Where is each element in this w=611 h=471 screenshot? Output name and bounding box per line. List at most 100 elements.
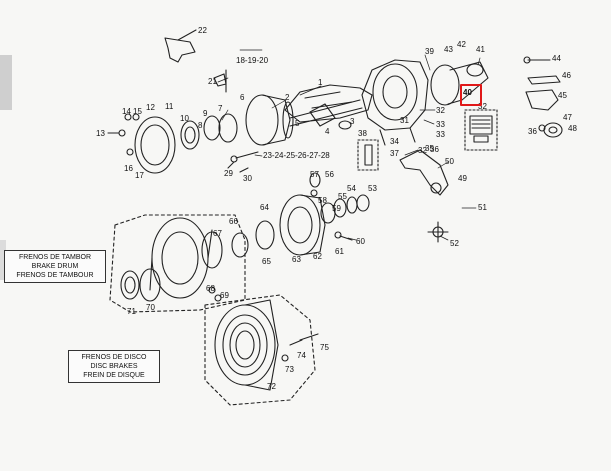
part-label-38: 38 (358, 129, 367, 138)
part-label-32-a: 32 (436, 106, 445, 115)
part-label-39: 39 (425, 47, 434, 56)
part-label-64: 64 (260, 203, 269, 212)
part-label-31: 31 (400, 116, 409, 125)
part-label-61: 61 (335, 247, 344, 256)
bolt-68 (208, 286, 216, 294)
bracket-22 (164, 29, 197, 63)
bolt-60 (339, 235, 353, 241)
part-label-32-b: 32 (478, 102, 487, 111)
disc-brakes-caption-es: FRENOS DE DISCO (81, 354, 147, 361)
tie-rod-end (427, 221, 449, 243)
part-label-18-19-20: 18-19-20 (236, 56, 269, 65)
bolt-75 (299, 333, 319, 341)
part-label-63: 63 (292, 255, 301, 264)
seal-10 (180, 120, 200, 150)
part-label-22: 22 (198, 26, 207, 35)
part-label-69: 69 (220, 291, 229, 300)
part-label-30: 30 (243, 174, 252, 183)
part-label-41: 41 (476, 45, 485, 54)
part-label-45: 45 (558, 91, 567, 100)
part-label-33-a: 33 (436, 120, 445, 129)
part-label-34: 34 (390, 137, 399, 146)
right-side-parts (523, 56, 563, 138)
part-label-14: 14 (122, 107, 131, 116)
part-label-65: 65 (262, 257, 271, 266)
bolt-13 (118, 129, 126, 137)
part-label-15: 15 (133, 107, 142, 116)
scan-shadow (0, 240, 6, 280)
part-label-36-a: 36 (430, 145, 439, 154)
bolt-69 (214, 294, 222, 302)
part-label-62: 62 (313, 252, 322, 261)
part-label-6: 6 (240, 93, 245, 102)
part-label-2: 2 (285, 93, 290, 102)
ring-70 (139, 268, 161, 302)
bolt-74 (289, 339, 303, 346)
part-label-7: 7 (218, 104, 223, 113)
seal-66 (231, 232, 249, 258)
part-label-54: 54 (347, 184, 356, 193)
nut-14 (124, 113, 132, 121)
part-label-73: 73 (285, 365, 294, 374)
part-label-35: 35 (425, 144, 434, 153)
part-label-11: 11 (165, 102, 174, 111)
axle-shaft (289, 99, 363, 127)
bolt-37 (357, 139, 379, 171)
part-label-17: 17 (135, 171, 144, 180)
part-label-70: 70 (146, 303, 155, 312)
part-label-48: 48 (568, 124, 577, 133)
part-label-4: 4 (325, 127, 330, 136)
nut-73 (281, 354, 289, 362)
part-label-40: 40 (463, 88, 472, 97)
part-label-13: 13 (96, 129, 105, 138)
part-label-9: 9 (203, 109, 208, 118)
disc-hub-72 (214, 299, 279, 391)
steering-arm (399, 149, 449, 196)
part-label-66: 66 (229, 217, 238, 226)
part-label-16: 16 (124, 164, 133, 173)
scan-shadow (0, 55, 12, 110)
ring-65 (255, 220, 275, 250)
drum-brakes-caption-es: FRENOS DE TAMBOR (18, 254, 92, 261)
part-label-42: 42 (457, 40, 466, 49)
part-label-23-28: 23-24-25-26-27-28 (263, 151, 330, 160)
part-label-72: 72 (267, 382, 276, 391)
leader-lines (217, 49, 545, 241)
part-label-49: 49 (458, 174, 467, 183)
u-joint (309, 103, 336, 127)
part-label-50: 50 (445, 157, 454, 166)
part-label-75: 75 (320, 343, 329, 352)
highlighted-part-40-box[interactable] (460, 84, 482, 106)
hub-63 (279, 194, 326, 256)
bearings-57-59 (320, 194, 370, 224)
part-label-56: 56 (325, 170, 334, 179)
part-label-44: 44 (552, 54, 561, 63)
part-label-47: 47 (563, 113, 572, 122)
disc-brakes-caption-en: DISC BRAKES (90, 363, 138, 370)
disc-region-outline (204, 294, 316, 406)
hub-drum-67 (149, 217, 223, 299)
bolt-16 (126, 148, 134, 156)
clip-29 (227, 161, 235, 169)
part-label-8: 8 (198, 121, 203, 130)
part-label-43: 43 (444, 45, 453, 54)
part-label-12: 12 (146, 103, 155, 112)
part-label-3: 3 (350, 117, 355, 126)
detail-box-32 (464, 109, 498, 151)
part-label-71: 71 (127, 307, 136, 316)
part-label-1: 1 (318, 78, 323, 87)
drum-brakes-caption-fr: FRENOS DE TAMBOUR (16, 272, 94, 279)
steering-knuckle-right (430, 61, 489, 106)
washer-15 (132, 113, 140, 121)
disc-brakes-caption-fr: FREIN DE DISQUE (83, 372, 145, 379)
part-label-60: 60 (356, 237, 365, 246)
axle-housing (361, 59, 429, 146)
part-label-59: 59 (332, 204, 341, 213)
part-label-46: 46 (562, 71, 571, 80)
part-label-32-c: 32 (418, 146, 427, 155)
part-label-74: 74 (297, 351, 306, 360)
part-label-57: 57 (310, 170, 319, 179)
bearing-8 (203, 113, 238, 143)
part-label-10: 10 (180, 114, 189, 123)
